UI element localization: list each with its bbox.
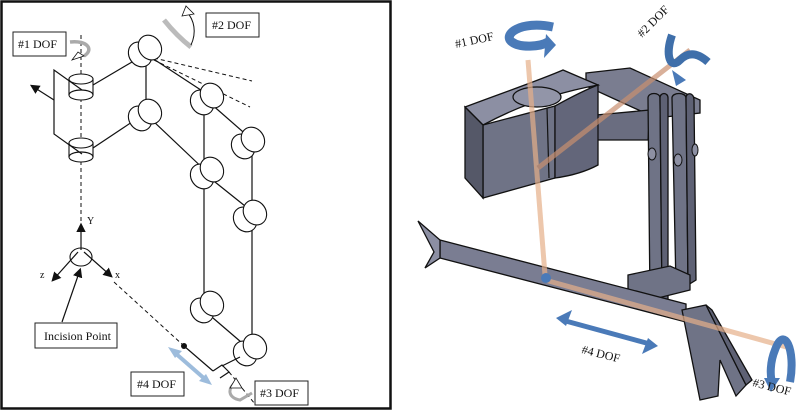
axis-y-label: Y (87, 216, 94, 227)
schematic-panel: Y z x Incision Point # (0, 0, 392, 410)
axis-x-label: x (115, 270, 120, 281)
axis-z-label: z (40, 270, 45, 281)
rotation-axes (525, 48, 791, 351)
dof4-label: #4 DOF (137, 377, 176, 391)
pulley-joints (127, 34, 268, 367)
dof1-rotation-arrow (504, 20, 556, 58)
dof1-label-box: #1 DOF (12, 31, 67, 57)
dof3-rotation-arrow (764, 335, 796, 392)
dof3-label-box: #3 DOF (254, 380, 309, 406)
dof4-translation-arrow-left (168, 347, 212, 385)
dof2-label-right: #2 DOF (634, 2, 672, 40)
instrument-axis-line (113, 281, 185, 347)
base-bracket (53, 68, 83, 155)
dof1-label: #1 DOF (18, 37, 57, 51)
joint-cylinder-top (68, 73, 94, 101)
dof2-rotation-arrow (664, 33, 711, 86)
remote-center-point (541, 273, 551, 283)
dof4-label-box: #4 DOF (130, 371, 185, 397)
right-angle-marker (212, 364, 230, 379)
dof3-axis (544, 277, 791, 351)
parallel-link-bars (585, 67, 701, 303)
cad-render-panel: #1 DOF #2 DOF #4 DOF #3 DOF (417, 2, 796, 401)
dof1-label-right: #1 DOF (454, 29, 495, 51)
incision-point-label-box: Incision Point (34, 322, 118, 349)
coordinate-frame: Y z x (40, 216, 120, 282)
joint-cylinder-bottom (68, 137, 94, 163)
dof1-rotation-icon (69, 40, 91, 61)
incision-pointer-arrow (61, 267, 83, 323)
dof2-label-box: #2 DOF (205, 12, 260, 38)
instrument-tool-tip (681, 304, 753, 401)
dof3-label: #3 DOF (260, 386, 299, 400)
incision-point-label: Incision Point (44, 329, 112, 343)
base-direction-arrow (29, 84, 55, 101)
dof4-label-right: #4 DOF (580, 342, 622, 365)
dof2-label: #2 DOF (212, 18, 251, 32)
dof1-axis (525, 59, 548, 276)
dof2-axis (536, 48, 692, 170)
dof2-rotation-icon (162, 5, 195, 49)
dof3-rotation-icon-left (228, 377, 253, 402)
dof4-translation-arrow (556, 310, 658, 354)
